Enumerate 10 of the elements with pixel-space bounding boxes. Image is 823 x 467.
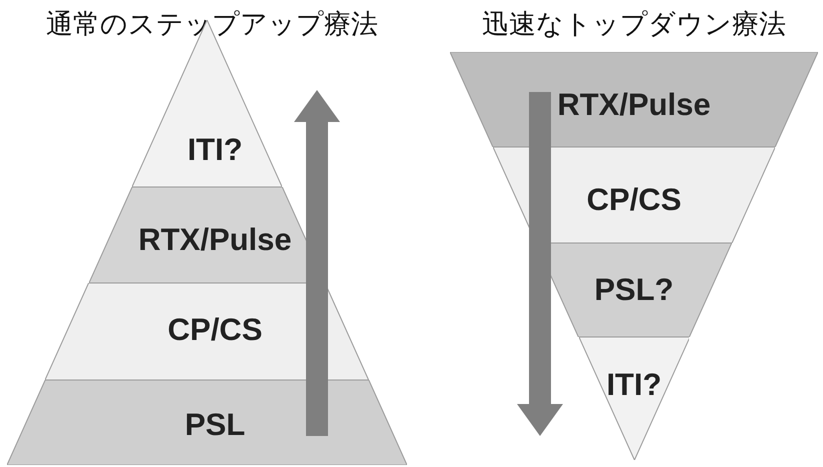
layer-label: RTX/Pulse (557, 87, 711, 123)
layer-label: CP/CS (586, 182, 682, 218)
layer-label: RTX/Pulse (138, 222, 292, 258)
layer-label: PSL (184, 407, 246, 443)
heading: 通常のステップアップ療法 (46, 8, 378, 42)
layer-label: ITI? (187, 132, 243, 168)
heading: 迅速なトップダウン療法 (482, 8, 786, 42)
layer-label: CP/CS (168, 312, 262, 348)
layer-label: ITI? (606, 367, 662, 403)
layer-label: PSL? (594, 272, 674, 308)
